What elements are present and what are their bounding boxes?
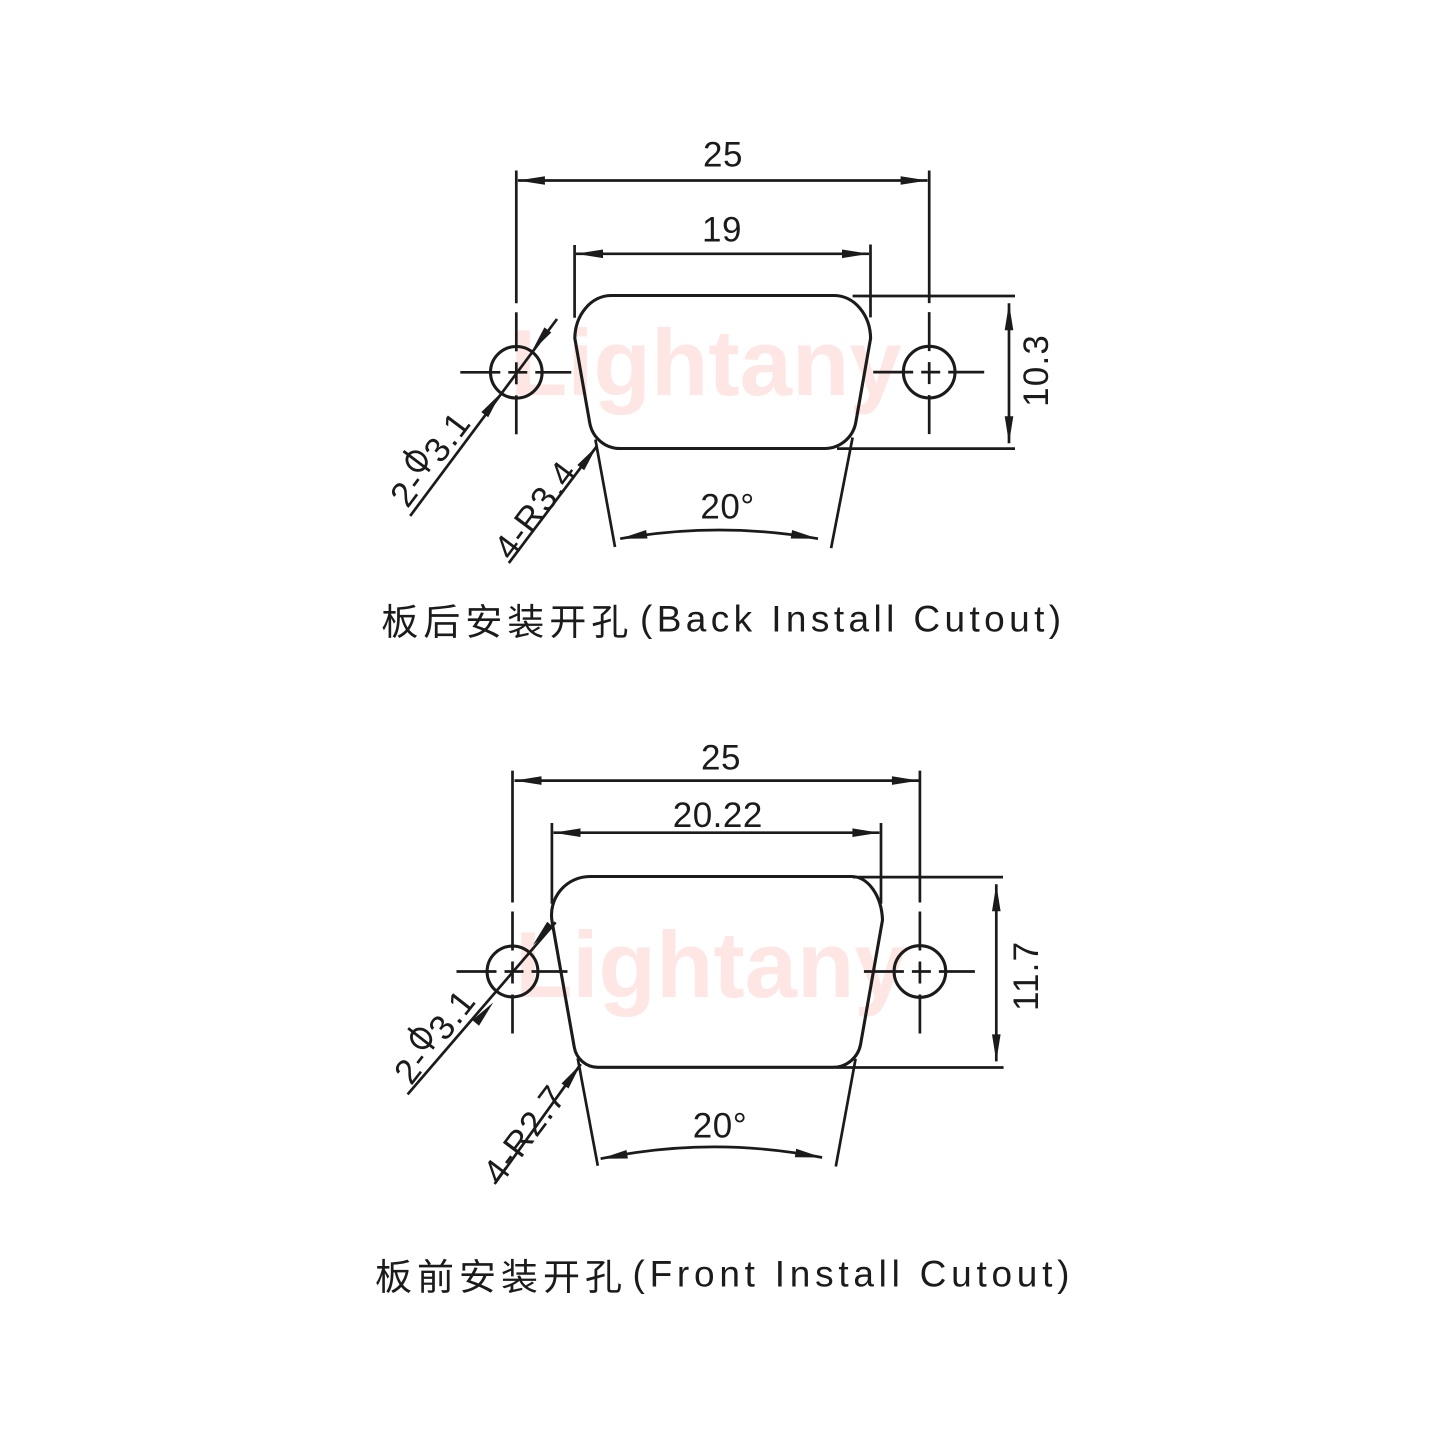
svg-text:19: 19 [702, 210, 742, 249]
svg-text:Lightany: Lightany [515, 912, 907, 1017]
svg-text:11.7: 11.7 [1007, 941, 1046, 1011]
svg-text:25: 25 [701, 739, 741, 778]
svg-text:(Back Install Cutout): (Back Install Cutout) [640, 599, 1066, 640]
svg-text:(Front Install Cutout): (Front Install Cutout) [633, 1254, 1075, 1295]
svg-text:10.3: 10.3 [1017, 334, 1056, 407]
svg-text:20°: 20° [693, 1106, 747, 1145]
svg-text:25: 25 [703, 136, 743, 175]
svg-text:20°: 20° [700, 488, 754, 527]
svg-text:Lightany: Lightany [510, 310, 902, 415]
svg-text:20.22: 20.22 [673, 796, 763, 835]
